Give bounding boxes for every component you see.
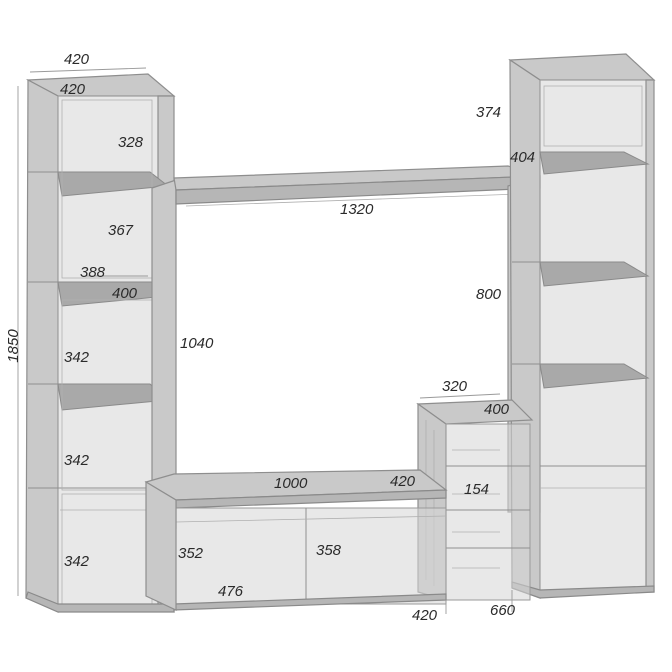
drawer-front-area — [445, 423, 531, 601]
tv-cabinet-front — [175, 507, 447, 605]
dim-bottom-depth: 420 — [390, 473, 416, 490]
dim-left-shelf-4: 342 — [64, 452, 90, 469]
dim-right-niche-height: 800 — [476, 286, 502, 303]
dim-bottom-width: 1000 — [274, 475, 308, 492]
dim-drawer-height: 154 — [464, 481, 489, 498]
dimension-lines — [17, 67, 513, 614]
dim-drawer-depth: 400 — [484, 401, 510, 418]
dim-bridge-width: 1320 — [340, 201, 374, 218]
dim-left-shelf-2: 367 — [108, 222, 134, 239]
tv-cabinet-side — [145, 480, 177, 611]
bottom-tv-cabinet — [144, 469, 448, 611]
dim-left-depth-inner: 388 — [80, 264, 106, 281]
right-shelf-2 — [539, 261, 650, 287]
dim-bottom-door-width: 476 — [218, 583, 244, 600]
right-tall-cabinet — [508, 53, 656, 599]
dim-drawer-width: 320 — [442, 378, 468, 395]
dim-top-width-inner: 420 — [60, 81, 86, 98]
dim-bottom-door-left: 352 — [178, 545, 204, 562]
dim-left-shelf-1: 328 — [118, 134, 144, 151]
dim-top-width-outer: 420 — [64, 51, 90, 68]
right-shelf-1 — [539, 151, 650, 175]
dim-bottom-door-right: 358 — [316, 542, 342, 559]
top-bridge-shelf — [173, 165, 541, 207]
dim-left-shelf-3: 342 — [64, 349, 90, 366]
dim-left-shelf-5: 342 — [64, 553, 90, 570]
dim-niche-height: 1040 — [180, 335, 214, 352]
dim-base-depth: 420 — [412, 607, 438, 624]
left-cabinet-side — [25, 79, 59, 613]
dim-right-top-width: 374 — [476, 104, 501, 121]
dim-right-depth: 404 — [510, 149, 535, 166]
dim-total-height: 1850 — [5, 329, 22, 363]
right-shelf-3 — [539, 363, 650, 389]
dim-left-depth-outer: 400 — [112, 285, 138, 302]
right-cabinet-right-side — [645, 79, 655, 593]
dim-right-base: 660 — [490, 602, 516, 619]
